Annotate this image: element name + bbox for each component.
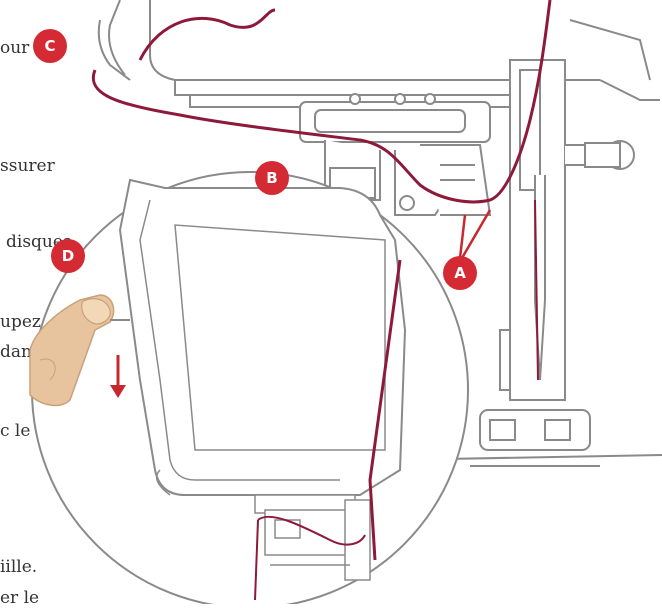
down-arrow-icon	[110, 355, 126, 398]
thread-into-needle	[534, 199, 539, 381]
thread-guide-block	[299, 93, 492, 216]
machine-head	[97, 0, 660, 108]
text-fragment-er-le: er le	[0, 588, 40, 608]
text-fragment-upez: upez	[0, 312, 41, 332]
text-fragment-ssurer: ssurer	[0, 156, 55, 176]
text-fragment-iille: iille.	[0, 557, 38, 577]
zoom-inset	[31, 171, 469, 604]
text-fragment-c-le: c le	[0, 421, 31, 441]
thread-path	[91, 0, 552, 204]
text-fragment-our: our	[0, 38, 30, 58]
svg-text:D: D	[62, 247, 74, 265]
callout-badge-d: D	[51, 239, 85, 273]
callout-badge-c: C	[33, 29, 67, 63]
finger-illustration	[29, 294, 130, 407]
callout-a-pointers	[458, 209, 492, 259]
svg-text:B: B	[266, 169, 277, 187]
callout-badge-b: B	[255, 161, 289, 195]
svg-text:A: A	[454, 264, 466, 282]
callout-badge-a: A	[443, 256, 477, 290]
needle-bar	[479, 59, 635, 451]
svg-text:C: C	[44, 37, 55, 55]
